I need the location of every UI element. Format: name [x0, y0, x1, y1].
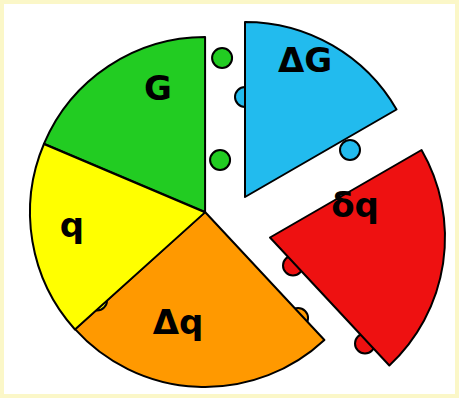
piece-sector [30, 144, 205, 329]
puzzle-knob [340, 140, 360, 160]
puzzle-knob [210, 150, 230, 170]
piece-label: ΔG [278, 43, 332, 77]
piece-label: Δq [153, 305, 204, 339]
piece-label: δq [331, 188, 379, 222]
puzzle-knob [212, 48, 232, 68]
piece-label: q [60, 208, 84, 242]
piece-sector [245, 22, 397, 197]
piece-label: G [144, 71, 172, 105]
